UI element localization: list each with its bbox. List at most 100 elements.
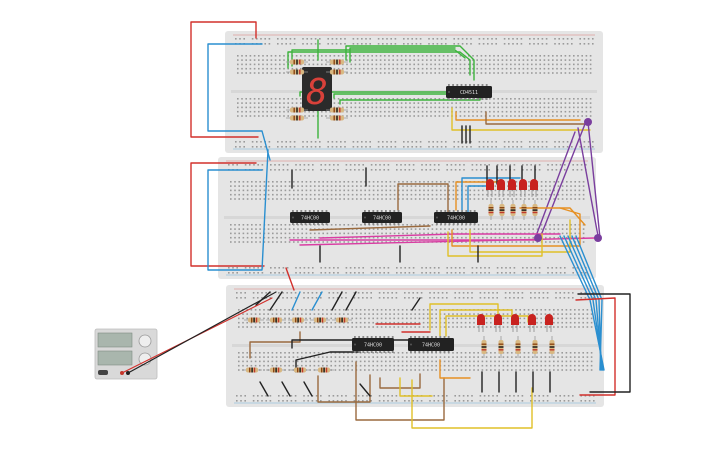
wire-yellow-bot-1[interactable] [411, 379, 533, 429]
led-mid-3[interactable] [519, 179, 527, 197]
resistor-top-8[interactable] [326, 115, 348, 121]
wire-yellow-bot-0[interactable] [399, 377, 433, 397]
wire-brown-mid-2[interactable] [309, 225, 431, 231]
wire-red-right[interactable] [575, 297, 616, 396]
wire-rail-blue-middle[interactable] [207, 149, 269, 271]
wire-black-bot-d[interactable] [345, 291, 357, 311]
wire-black-bot-e[interactable] [295, 351, 361, 373]
wire-orange-mid-1[interactable] [455, 181, 501, 211]
led-bot-4[interactable] [545, 314, 553, 332]
seven-segment-display[interactable]: 8 [302, 67, 332, 113]
wire-psu-negative[interactable] [127, 291, 277, 374]
led-mid-4[interactable] [530, 179, 538, 197]
wire-black-bot-low-2[interactable] [303, 381, 313, 397]
led-bot-0[interactable] [477, 314, 485, 332]
led-mid-2[interactable] [508, 179, 516, 197]
led-mid-1[interactable] [497, 179, 505, 197]
wire-rail-blue-top[interactable] [207, 43, 271, 161]
wire-blue-mid-1[interactable] [461, 177, 521, 215]
resistor-bot-top-0[interactable] [244, 317, 264, 323]
wire-purple-3[interactable] [577, 127, 599, 237]
power-supply-switch[interactable] [98, 370, 108, 375]
wire-black-right[interactable] [577, 293, 631, 393]
wire-brown-bot-3[interactable] [355, 361, 445, 421]
resistor-mid-0[interactable] [488, 200, 494, 220]
wire-rail-red-top[interactable] [190, 21, 259, 138]
resistor-bot-low-3[interactable] [314, 367, 334, 373]
resistor-bot-2[interactable] [515, 336, 521, 358]
wire-black-bot-low-3[interactable] [359, 383, 371, 397]
wire-black-bot-c[interactable] [331, 291, 343, 311]
resistor-bot-top-2[interactable] [288, 317, 308, 323]
resistor-mid-3[interactable] [521, 200, 527, 220]
resistor-top-3[interactable] [326, 59, 348, 65]
wire-yellow-mid-1[interactable] [469, 219, 571, 253]
resistor-bot-top-4[interactable] [332, 317, 352, 323]
wire-green-0[interactable] [287, 51, 471, 76]
chip-mid-1[interactable]: 74HC00 [290, 210, 330, 225]
wire-rail-red-middle[interactable] [190, 162, 265, 267]
chip-mid-3[interactable]: 74HC00 [434, 210, 478, 225]
resistor-top-6[interactable] [286, 115, 308, 121]
wire-brown-top-1[interactable] [485, 111, 585, 125]
wire-black-bot-g[interactable] [411, 297, 421, 311]
wire-orange-bot-1[interactable] [439, 359, 471, 379]
wire-black-bot-low-0[interactable] [259, 381, 269, 397]
wire-yellow-top-1[interactable] [451, 107, 591, 131]
breadboard-middle[interactable] [218, 157, 596, 279]
wire-yellow-bot-2[interactable] [429, 303, 499, 331]
resistor-mid-1[interactable] [499, 200, 505, 220]
wire-purple-2[interactable] [539, 123, 586, 239]
chip-bot-1-body [352, 338, 394, 351]
wire-blue-right-4[interactable] [575, 235, 603, 371]
wire-green-4[interactable] [299, 91, 456, 97]
resistor-bot-top-3[interactable] [310, 317, 330, 323]
wire-purple-4[interactable] [535, 131, 576, 237]
resistor-mid-4[interactable] [532, 200, 538, 220]
wire-brown-mid-1[interactable] [397, 183, 449, 213]
resistor-bot-low-1[interactable] [266, 367, 286, 373]
resistor-bot-1[interactable] [498, 336, 504, 358]
chip-bot-1-label: 74HC00 [364, 343, 382, 349]
wire-blue-bot-a[interactable] [291, 291, 301, 311]
chip-cd4511[interactable]: CD4511 [446, 84, 492, 100]
wire-yellow-bot-3[interactable] [439, 309, 513, 337]
wire-orange-top-1[interactable] [455, 111, 581, 121]
resistor-top-5[interactable] [286, 107, 308, 113]
wire-red-mid-bottom[interactable] [285, 267, 295, 291]
chip-bot-1[interactable]: 74HC00 [352, 336, 394, 353]
wire-purple-1[interactable] [587, 121, 601, 239]
wire-brown-bot-2[interactable] [317, 374, 371, 403]
wire-blue-mid-2[interactable] [467, 185, 491, 215]
wire-blue-bot-b[interactable] [311, 291, 323, 311]
resistor-bot-top-1[interactable] [266, 317, 286, 323]
led-mid-0[interactable] [486, 179, 494, 197]
resistor-bot-low-2[interactable] [290, 367, 310, 373]
chip-mid-2[interactable]: 74HC00 [362, 210, 402, 225]
resistor-top-4[interactable] [326, 69, 348, 75]
led-bot-2[interactable] [511, 314, 519, 332]
wire-black-bot-b[interactable] [269, 291, 283, 311]
resistor-bot-low-0[interactable] [242, 367, 262, 373]
wire-brown-bot-1[interactable] [249, 331, 301, 359]
chip-bot-2[interactable]: 74HC00 [408, 336, 454, 353]
resistor-top-2[interactable] [286, 69, 308, 75]
wire-pink-3[interactable] [319, 233, 561, 239]
wire-green-3[interactable] [349, 47, 456, 63]
wire-yellow-mid-2[interactable] [447, 231, 543, 257]
resistor-mid-2[interactable] [510, 200, 516, 220]
wire-green-2[interactable] [345, 45, 475, 81]
resistor-bot-0[interactable] [481, 336, 487, 358]
led-bot-1[interactable] [494, 314, 502, 332]
resistor-bot-4[interactable] [549, 336, 555, 358]
chip-mid-3-notch [436, 216, 438, 219]
led-bot-3[interactable] [528, 314, 536, 332]
resistor-top-1[interactable] [286, 59, 308, 65]
power-supply-knob-1[interactable] [138, 334, 152, 348]
wire-green-1[interactable] [291, 49, 466, 67]
resistor-bot-3[interactable] [532, 336, 538, 358]
wire-black-bot-low-1[interactable] [281, 381, 291, 397]
resistor-top-7[interactable] [326, 107, 348, 113]
